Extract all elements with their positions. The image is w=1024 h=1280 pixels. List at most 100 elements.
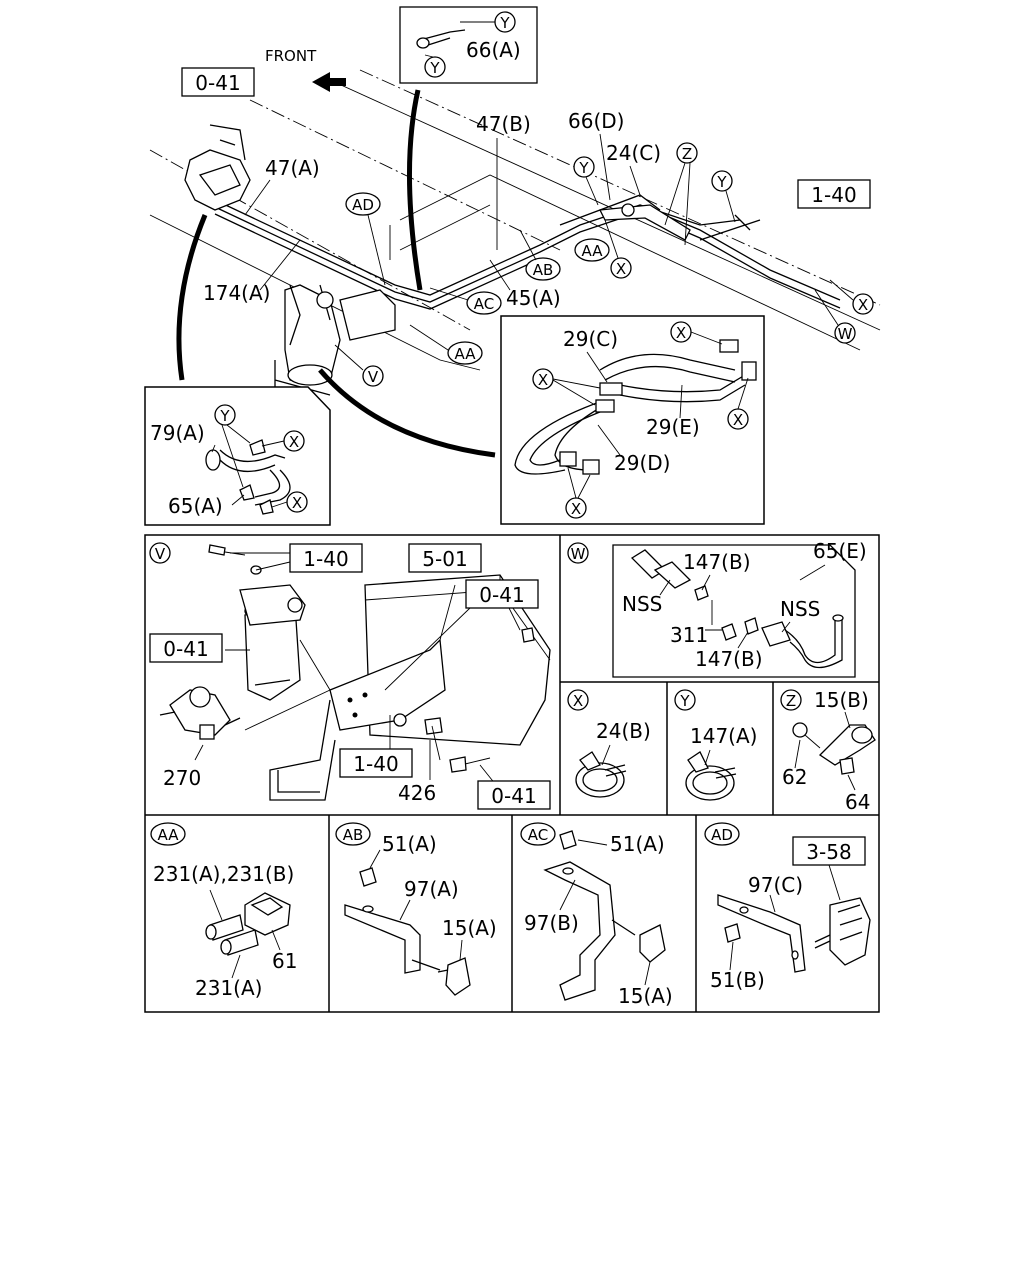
label-97a: 97(A) — [404, 877, 459, 901]
label-29d: 29(D) — [614, 451, 670, 475]
ref-0-41-v2: 0-41 — [163, 637, 208, 661]
svg-text:AA: AA — [455, 345, 477, 363]
panel-ad: AD 3-58 97(C) 51(B) — [704, 822, 871, 992]
label-51a-ab: 51(A) — [382, 832, 437, 856]
inset-hose-29: 29(C) 29(E) 29(D) X X X X — [500, 315, 765, 525]
svg-text:Y: Y — [716, 173, 727, 191]
label-64: 64 — [845, 790, 870, 814]
label-29c: 29(C) — [563, 327, 618, 351]
label-147b-2: 147(B) — [695, 647, 763, 671]
ref-0-41-v1: 0-41 — [479, 583, 524, 607]
label-66d: 66(D) — [568, 109, 624, 133]
label-nss-2: NSS — [780, 597, 820, 621]
svg-text:Y: Y — [499, 14, 510, 32]
label-147a: 147(A) — [690, 724, 757, 748]
svg-text:Y: Y — [429, 59, 440, 77]
callout-aa-1: AA — [574, 238, 610, 262]
panel-y: Y 147(A) — [674, 689, 757, 801]
front-arrow-icon — [312, 72, 346, 92]
label-65a: 65(A) — [168, 494, 223, 518]
panel-ab: AB 51(A) 97(A) 15(A) — [335, 822, 497, 996]
label-15b: 15(B) — [814, 688, 869, 712]
label-24b: 24(B) — [596, 719, 651, 743]
svg-text:X: X — [292, 494, 302, 512]
callout-z: Z — [664, 142, 698, 246]
ref-0-41-v3: 0-41 — [491, 784, 536, 808]
svg-text:X: X — [538, 371, 548, 389]
ref-0-41-top: 0-41 — [195, 71, 240, 95]
label-61: 61 — [272, 949, 297, 973]
svg-text:X: X — [616, 260, 626, 278]
label-47b: 47(B) — [476, 112, 531, 136]
panel-w-circle: W — [571, 545, 586, 563]
label-97b: 97(B) — [524, 911, 579, 935]
svg-text:AD: AD — [352, 196, 374, 214]
callout-ac: AC — [429, 287, 502, 315]
label-51b: 51(B) — [710, 968, 765, 992]
label-426: 426 — [398, 781, 436, 805]
callout-ab: AB — [519, 229, 561, 281]
panel-z-circle: Z — [786, 692, 796, 710]
label-79a: 79(A) — [150, 421, 205, 445]
svg-text:X: X — [858, 296, 868, 314]
callout-x-1: X — [604, 219, 632, 279]
callout-y-1: Y — [573, 156, 599, 206]
label-97c: 97(C) — [748, 873, 803, 897]
label-15a-ab: 15(A) — [442, 916, 497, 940]
svg-text:X: X — [676, 324, 686, 342]
svg-text:X: X — [289, 433, 299, 451]
ref-1-40-v1: 1-40 — [303, 547, 348, 571]
label-66a: 66(A) — [466, 38, 521, 62]
svg-text:AB: AB — [533, 261, 554, 279]
callout-v: V — [334, 344, 384, 387]
svg-text:AA: AA — [582, 242, 604, 260]
label-15a-ac: 15(A) — [618, 984, 673, 1008]
label-62: 62 — [782, 765, 807, 789]
ref-1-40-v2: 1-40 — [353, 752, 398, 776]
label-65e: 65(E) — [813, 539, 867, 563]
ref-5-01-v: 5-01 — [422, 547, 467, 571]
panel-aa-circle: AA — [158, 826, 180, 844]
panel-ab-circle: AB — [343, 826, 364, 844]
panel-ad-circle: AD — [711, 826, 733, 844]
inset-79a: 79(A) 65(A) Y X X — [144, 386, 331, 526]
callout-ad: AD — [345, 192, 386, 286]
label-24c: 24(C) — [606, 141, 661, 165]
panel-ac-circle: AC — [528, 826, 548, 844]
svg-text:W: W — [838, 325, 853, 343]
svg-text:Z: Z — [682, 145, 692, 163]
panel-z: Z 15(B) 62 64 — [780, 688, 876, 814]
panel-aa: AA 231(A),231(B) 61 231(A) — [150, 822, 297, 1000]
svg-text:V: V — [368, 368, 379, 386]
label-270: 270 — [163, 766, 201, 790]
ref-3-58: 3-58 — [806, 840, 851, 864]
label-231a: 231(A) — [195, 976, 262, 1000]
callout-y-2: Y — [711, 170, 736, 223]
panel-v-circle: V — [155, 545, 166, 563]
label-311: 311 — [670, 623, 708, 647]
panel-x-circle: X — [573, 692, 583, 710]
callout-w: W — [814, 289, 856, 344]
label-45a: 45(A) — [506, 286, 561, 310]
svg-text:Y: Y — [219, 407, 230, 425]
svg-text:X: X — [733, 411, 743, 429]
label-147b-1: 147(B) — [683, 550, 751, 574]
label-29e: 29(E) — [646, 415, 700, 439]
panel-w: W 147(B) 65(E) NSS NSS 311 147(B) — [567, 539, 867, 678]
ref-1-40-top: 1-40 — [811, 183, 856, 207]
label-47a: 47(A) — [265, 156, 320, 180]
label-174a: 174(A) — [203, 281, 270, 305]
svg-text:AC: AC — [474, 295, 494, 313]
panel-v: V 1-40 5-01 0-41 — [149, 542, 551, 810]
svg-text:Y: Y — [578, 159, 589, 177]
label-51a-ac: 51(A) — [610, 832, 665, 856]
svg-text:X: X — [571, 500, 581, 518]
panel-x: X 24(B) — [567, 689, 651, 798]
label-231ab: 231(A),231(B) — [153, 862, 294, 886]
panel-y-circle: Y — [679, 692, 690, 710]
callout-aa-2: AA — [409, 324, 483, 365]
front-label: FRONT — [265, 47, 317, 65]
panel-ac: AC 51(A) 97(B) 15(A) — [520, 822, 673, 1008]
label-nss-1: NSS — [622, 592, 662, 616]
